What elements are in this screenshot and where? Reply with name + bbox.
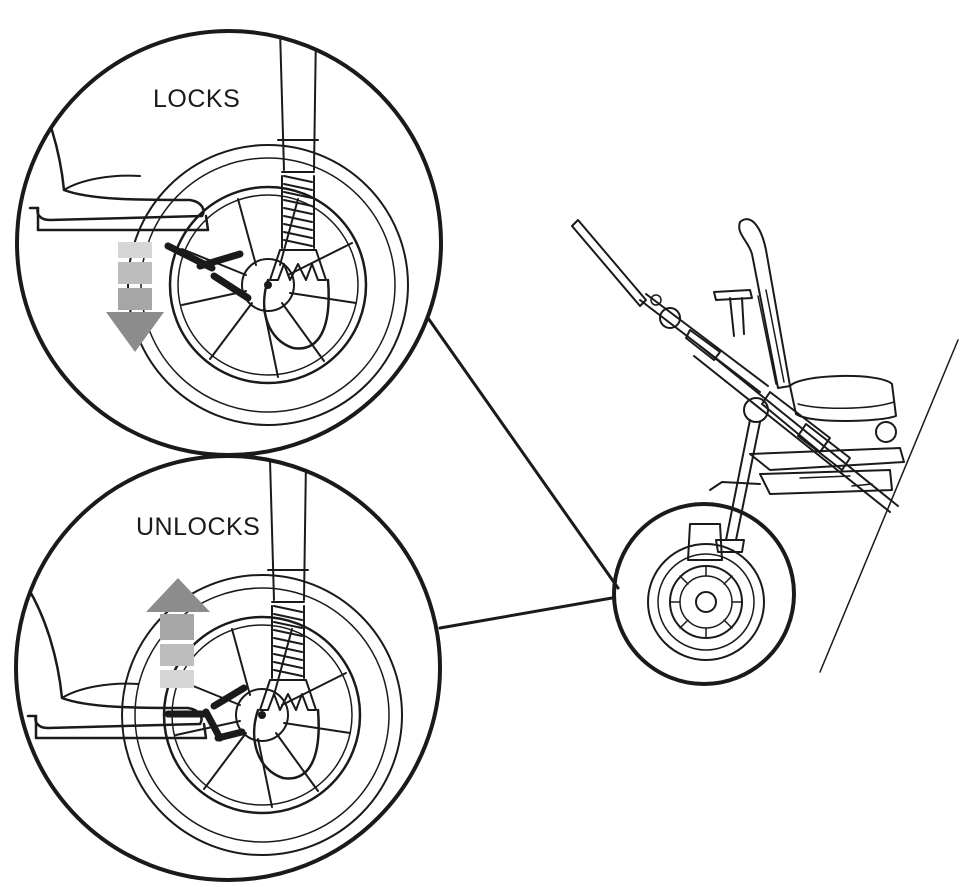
locks-detail: LOCKS	[15, 29, 443, 457]
scooter-illustration	[571, 218, 959, 686]
unlocks-detail: UNLOCKS	[14, 454, 442, 882]
ground-line	[819, 339, 959, 673]
up-arrow-icon	[146, 578, 210, 688]
callout-connector-lines	[426, 316, 620, 630]
front-wheel	[612, 502, 796, 686]
down-arrow-icon	[106, 242, 164, 352]
unlocks-label: UNLOCKS	[136, 513, 260, 541]
locks-label: LOCKS	[153, 85, 240, 113]
